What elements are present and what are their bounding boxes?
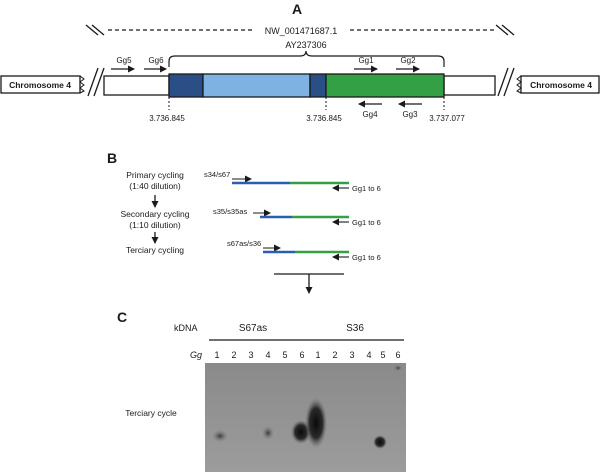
lane-number: 1 bbox=[315, 350, 320, 360]
step-2-line1: Secondary cycling bbox=[121, 209, 190, 219]
gel-band bbox=[262, 426, 274, 440]
step-3-reverse: Gg1 to 6 bbox=[352, 253, 381, 262]
chromosome-left-label: Chromosome 4 bbox=[9, 80, 71, 90]
gg-label: Gg bbox=[190, 350, 202, 360]
accession-label: NW_001471687.1 bbox=[265, 26, 338, 36]
clone-brace bbox=[168, 50, 445, 67]
primer-gg5-label: Gg5 bbox=[116, 56, 132, 65]
panel-a: A NW_001471687.1 AY237306 Chromosome 4 C… bbox=[0, 1, 600, 123]
segment-dark-blue-left bbox=[168, 73, 204, 98]
lane-number: 3 bbox=[248, 350, 253, 360]
gel-artifact bbox=[394, 365, 402, 371]
lane-number: 4 bbox=[366, 350, 371, 360]
lane-number: 5 bbox=[282, 350, 287, 360]
break-right bbox=[497, 67, 515, 97]
step-3-primer: s67as/s36 bbox=[227, 239, 261, 248]
chromosome-right-box bbox=[520, 75, 600, 94]
lane-number: 5 bbox=[380, 350, 385, 360]
flank-right bbox=[443, 75, 496, 96]
panel-c-letter: C bbox=[117, 309, 127, 325]
position-left: 3.736.845 bbox=[149, 114, 185, 123]
lane-number: 2 bbox=[332, 350, 337, 360]
segment-dark-blue-right bbox=[309, 73, 327, 98]
step-2-line2: (1:10 dilution) bbox=[129, 220, 181, 230]
break-left bbox=[87, 67, 105, 97]
lane-number: 4 bbox=[265, 350, 270, 360]
step-2-reverse: Gg1 to 6 bbox=[352, 218, 381, 227]
primer-gg6-label: Gg6 bbox=[148, 56, 164, 65]
position-middle: 3.736.845 bbox=[306, 114, 342, 123]
primer-gg3-label: Gg3 bbox=[402, 110, 418, 119]
segment-light-blue bbox=[202, 73, 311, 98]
lane-number: 6 bbox=[299, 350, 304, 360]
gel-band bbox=[212, 430, 228, 442]
panel-c: C kDNA Gg S67as S36 1 2 3 4 5 6 1 2 3 4 … bbox=[117, 309, 406, 472]
panel-b: B Primary cycling (1:40 dilution) Second… bbox=[107, 150, 381, 294]
kdna-label: kDNA bbox=[174, 323, 198, 333]
clone-label: AY237306 bbox=[285, 40, 326, 50]
group-right-label: S36 bbox=[346, 323, 364, 334]
accession-line bbox=[85, 24, 515, 36]
lane-number: 2 bbox=[231, 350, 236, 360]
panel-b-letter: B bbox=[107, 150, 117, 166]
step-3-line1: Terciary cycling bbox=[126, 245, 184, 255]
lane-number: 3 bbox=[349, 350, 354, 360]
step-1-primer: s34/s67 bbox=[204, 170, 230, 179]
primer-gg2-label: Gg2 bbox=[400, 56, 416, 65]
lane-number: 6 bbox=[395, 350, 400, 360]
group-left-label: S67as bbox=[239, 323, 267, 334]
step-2-primer: s35/s35as bbox=[213, 207, 247, 216]
step-1-line1: Primary cycling bbox=[126, 170, 184, 180]
gel-band bbox=[305, 398, 327, 448]
segment-green bbox=[325, 73, 445, 98]
primer-gg1-label: Gg1 bbox=[358, 56, 374, 65]
step-1-line2: (1:40 dilution) bbox=[129, 181, 181, 191]
chromosome-left-box bbox=[0, 75, 81, 94]
lane-number: 1 bbox=[214, 350, 219, 360]
position-right: 3.737.077 bbox=[429, 114, 465, 123]
primer-gg4-label: Gg4 bbox=[362, 110, 378, 119]
step-1-reverse: Gg1 to 6 bbox=[352, 184, 381, 193]
flank-left bbox=[103, 75, 170, 96]
panel-a-letter: A bbox=[292, 1, 302, 17]
gel-band bbox=[373, 435, 387, 449]
chromosome-right-label: Chromosome 4 bbox=[530, 80, 592, 90]
row-label: Terciary cycle bbox=[125, 408, 177, 418]
